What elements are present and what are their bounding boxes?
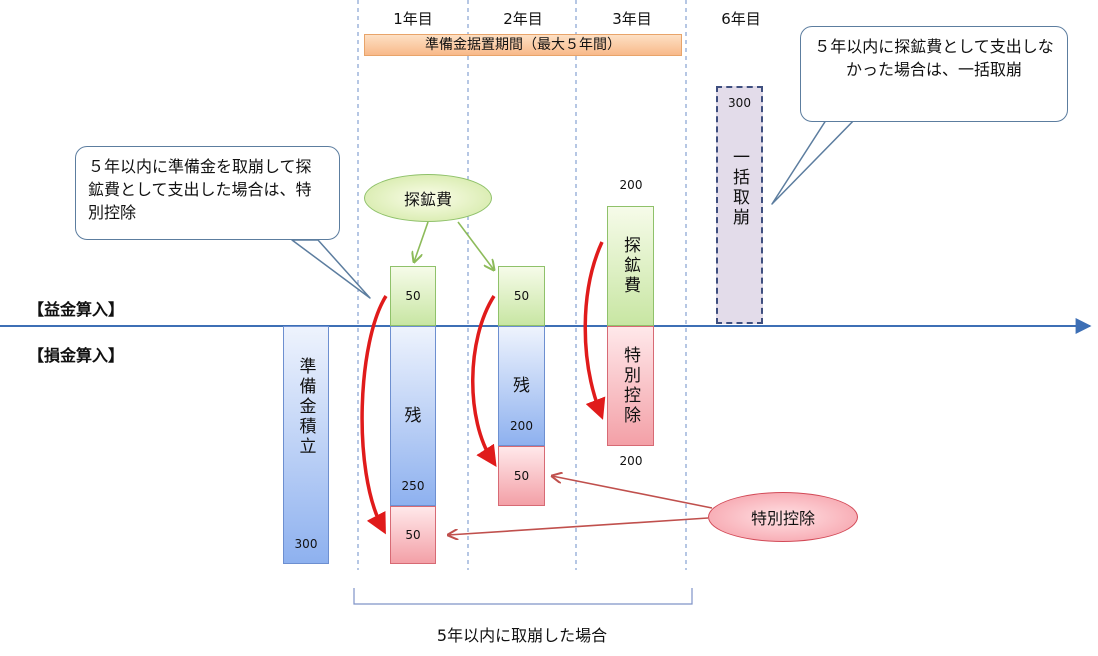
right-callout: ５年以内に探鉱費として支出しなかった場合は、一括取崩 (800, 26, 1068, 122)
deduction-oval-text: 特別控除 (750, 509, 815, 528)
reserve-bar: 準備金積立 300 (283, 326, 329, 564)
year6-value: 300 (728, 96, 751, 110)
bottom-label: 5年以内に取崩した場合 (436, 626, 608, 645)
income-label: 【益金算入】 (28, 300, 125, 319)
exploration-oval: 探鉱費 (364, 174, 492, 222)
transfer-arrow-year2 (471, 295, 497, 468)
year3-deduction-box: 特別控除 (607, 326, 654, 446)
bottom-brace (353, 588, 693, 605)
year-separators (357, 0, 687, 570)
year1-income-value: 50 (405, 289, 421, 303)
left-callout: ５年以内に準備金を取崩して探鉱費として支出した場合は、特別控除 (75, 146, 340, 240)
year6-lump-sum-box: 300 一括取崩 (716, 86, 763, 324)
column-header-year2: 2年目 (503, 10, 543, 28)
right-callout-text: ５年以内に探鉱費として支出しなかった場合は、一括取崩 (814, 37, 1054, 79)
deduction-oval: 特別控除 (708, 492, 858, 542)
exploration-arrow-year1 (414, 221, 429, 262)
year2-remaining-text: 残 (513, 376, 530, 396)
reserve-text: 準備金積立 (295, 357, 316, 457)
deferral-period-banner: 準備金据置期間（最大５年間） (364, 34, 682, 56)
column-header-year6: 6年目 (721, 10, 761, 28)
year3-exploration-box: 探鉱費 (607, 206, 654, 326)
year2-income-box: 50 (498, 266, 545, 326)
reserve-value: 300 (294, 537, 318, 551)
expense-label: 【損金算入】 (28, 346, 125, 365)
exploration-oval-text: 探鉱費 (403, 190, 452, 209)
deduction-arrow-year1 (448, 517, 709, 535)
year1-deduction-box: 50 (390, 506, 436, 564)
transfer-arrow-year3 (583, 241, 606, 420)
year1-remaining-text: 残 (404, 406, 422, 426)
left-callout-tail (291, 239, 371, 299)
left-callout-text: ５年以内に準備金を取崩して探鉱費として支出した場合は、特別控除 (88, 157, 312, 222)
year3-bottom-value: 200 (619, 454, 643, 468)
right-callout-tail (771, 113, 861, 205)
year1-deduction-value: 50 (405, 528, 421, 542)
year3-deduction-text: 特別控除 (620, 346, 640, 426)
year2-deduction-box: 50 (498, 446, 545, 506)
column-header-year3: 3年目 (612, 10, 652, 28)
year6-text: 一括取崩 (729, 148, 749, 228)
year3-top-value: 200 (619, 178, 643, 192)
year1-remaining-value: 250 (401, 479, 425, 493)
year3-exploration-text: 探鉱費 (620, 236, 640, 296)
year2-remaining-value: 200 (510, 419, 533, 433)
exploration-arrow-year2 (457, 221, 494, 270)
year2-remaining-bar: 残 200 (498, 326, 545, 446)
year1-remaining-bar: 残 250 (390, 326, 436, 506)
column-header-year1: 1年目 (393, 10, 433, 28)
year2-deduction-value: 50 (513, 469, 530, 483)
transfer-arrow-year1 (360, 295, 388, 535)
year1-income-box: 50 (390, 266, 436, 326)
deduction-arrow-year2 (552, 476, 713, 509)
year2-income-value: 50 (513, 289, 530, 303)
